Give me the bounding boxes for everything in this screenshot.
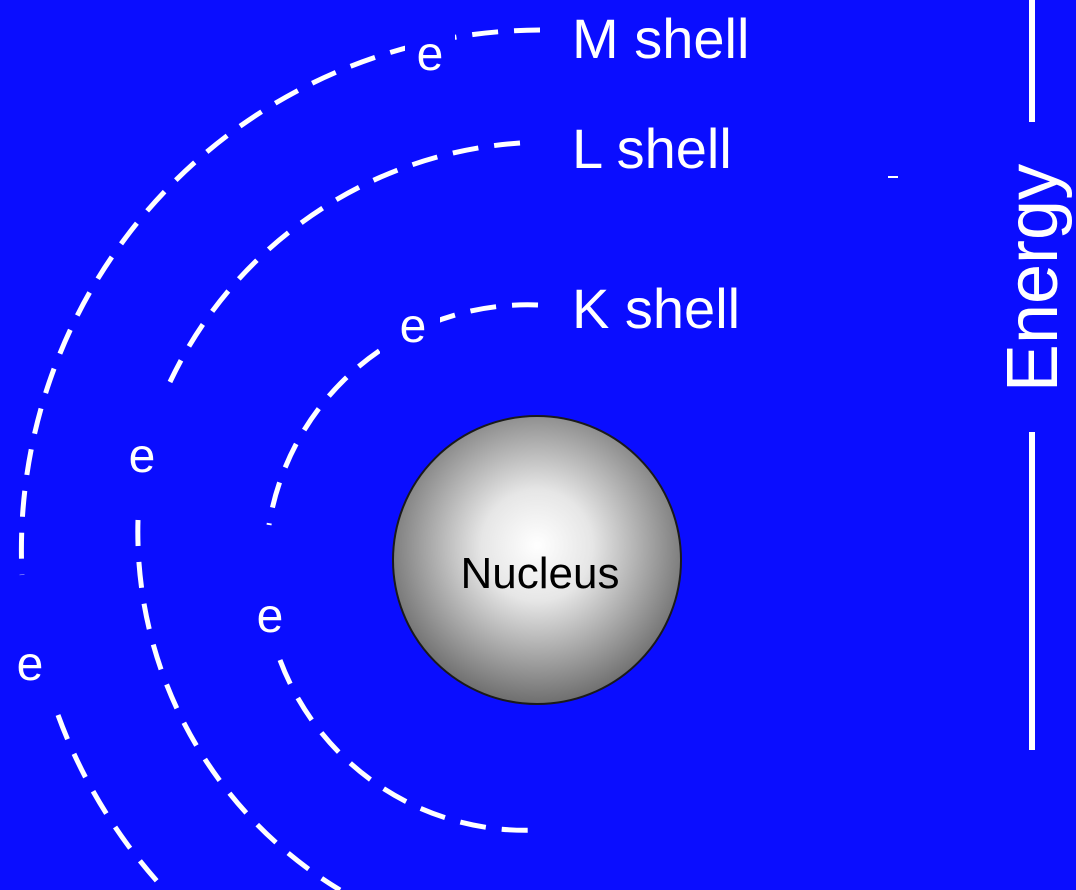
electron-k-left: e bbox=[257, 590, 284, 643]
electron-l-left: e bbox=[129, 430, 156, 483]
k-shell-orbit bbox=[266, 302, 539, 526]
electron-m-left: e bbox=[17, 638, 44, 691]
electron-m-top: e bbox=[417, 28, 444, 81]
energy-axis-label: Energy bbox=[993, 164, 1073, 392]
electron-k-top: e bbox=[400, 300, 427, 353]
k-shell-orbit-lower bbox=[277, 659, 539, 833]
m-shell-label: M shell bbox=[572, 7, 749, 70]
nucleus-sphere bbox=[392, 415, 682, 705]
l-shell-orbit bbox=[167, 140, 521, 384]
l-shell-orbit-lower bbox=[135, 519, 342, 890]
k-shell-label: K shell bbox=[572, 277, 740, 340]
l-shell-label: L shell bbox=[572, 117, 732, 180]
nucleus-label: Nucleus bbox=[461, 549, 620, 598]
m-shell-orbit-lower bbox=[55, 714, 167, 890]
